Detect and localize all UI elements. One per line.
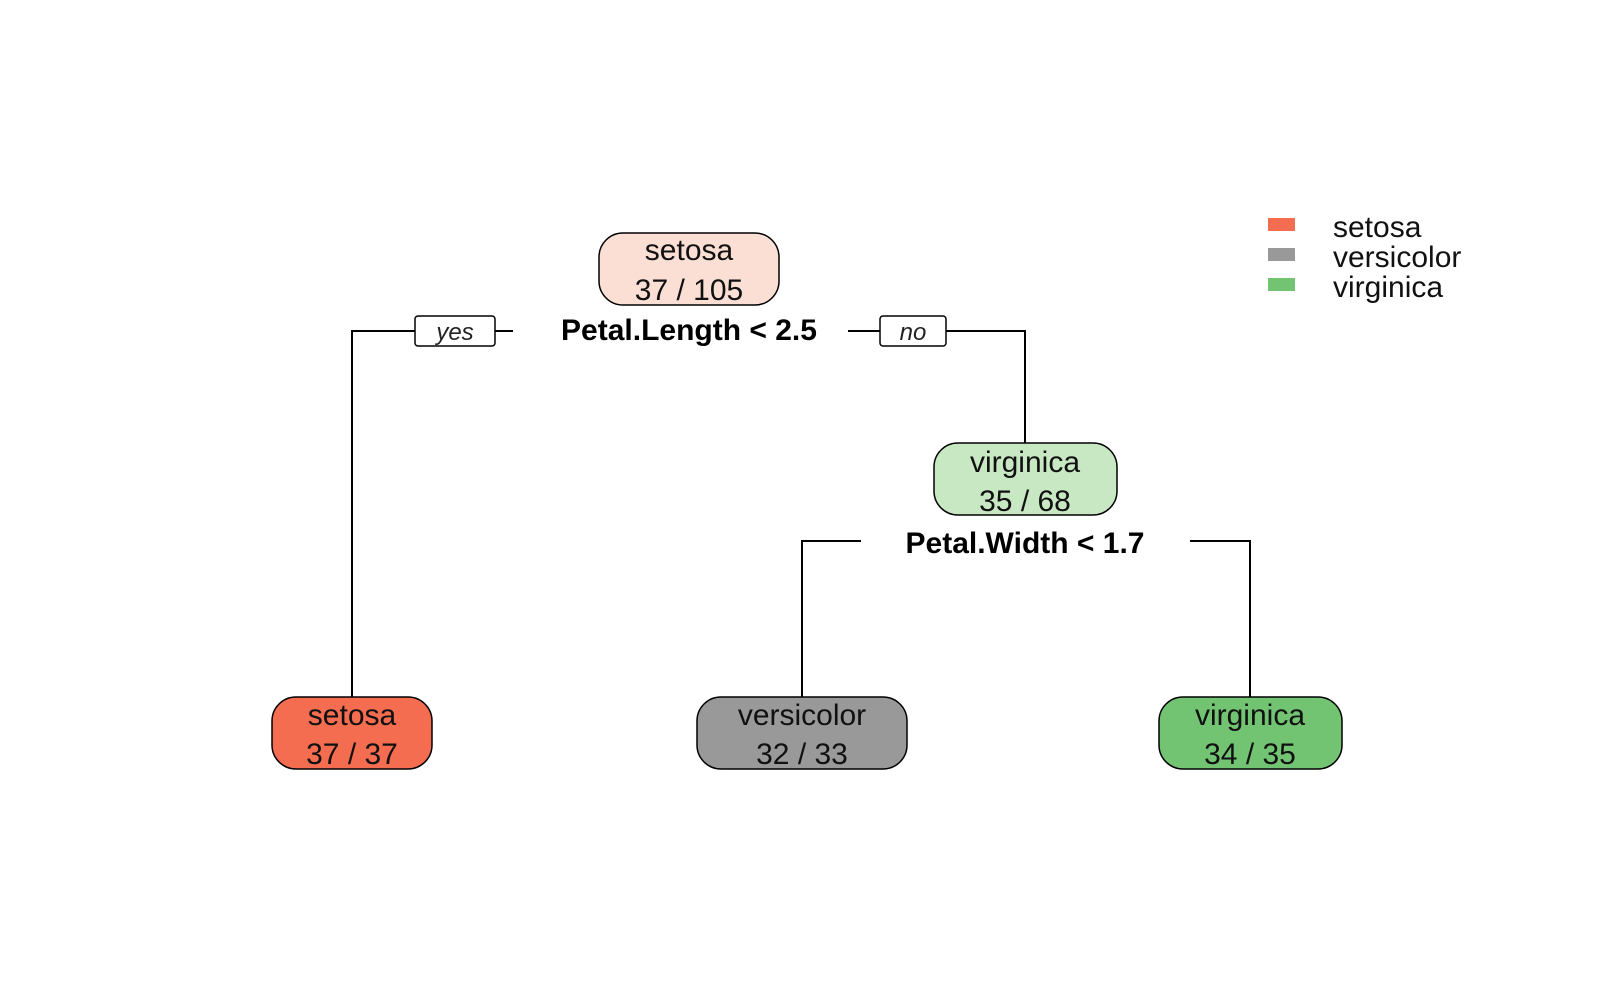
leaf-versicolor: versicolor 32 / 33	[696, 696, 908, 771]
leaf-setosa-counts: 37 / 37	[306, 738, 398, 771]
legend-swatch-setosa	[1268, 218, 1295, 231]
yes-label-group: yes	[414, 315, 496, 347]
tree-edges	[351, 330, 1251, 697]
root-node-class: setosa	[645, 234, 734, 267]
leaf-virginica-counts: 34 / 35	[1204, 738, 1296, 771]
legend: setosa versicolor virginica	[1268, 211, 1461, 304]
right-node-counts: 35 / 68	[979, 485, 1071, 518]
legend-label-versicolor: versicolor	[1333, 241, 1461, 274]
right-node-box	[933, 442, 1118, 516]
leaf-setosa: setosa 37 / 37	[271, 696, 433, 771]
yes-label: yes	[434, 319, 473, 346]
leaf-versicolor-class: versicolor	[738, 699, 866, 732]
no-label: no	[900, 319, 927, 346]
right-internal-node: virginica 35 / 68	[933, 442, 1118, 518]
leaf-setosa-class: setosa	[308, 699, 397, 732]
leaf-virginica-class: virginica	[1195, 699, 1305, 732]
edge-right-right	[1190, 540, 1251, 697]
leaf-virginica-box	[1158, 696, 1343, 770]
root-node-counts: 37 / 105	[635, 274, 743, 307]
edge-root-left	[351, 330, 513, 697]
edge-right-left	[801, 540, 861, 697]
no-label-box	[879, 315, 947, 347]
legend-swatch-versicolor	[1268, 248, 1295, 261]
right-node-class: virginica	[970, 446, 1080, 479]
leaf-virginica: virginica 34 / 35	[1158, 696, 1343, 771]
root-node-box	[598, 232, 780, 306]
edge-root-right	[848, 330, 1026, 443]
legend-swatch-virginica	[1268, 278, 1295, 291]
leaf-versicolor-counts: 32 / 33	[756, 738, 848, 771]
root-split-label: Petal.Length < 2.5	[561, 314, 817, 347]
legend-label-virginica: virginica	[1333, 271, 1443, 304]
legend-label-setosa: setosa	[1333, 211, 1422, 244]
no-label-group: no	[879, 315, 947, 347]
leaf-versicolor-box	[696, 696, 908, 770]
right-split-label: Petal.Width < 1.7	[906, 527, 1145, 560]
leaf-setosa-box	[271, 696, 433, 770]
yes-label-box	[414, 315, 496, 347]
root-node: setosa 37 / 105	[598, 232, 780, 307]
